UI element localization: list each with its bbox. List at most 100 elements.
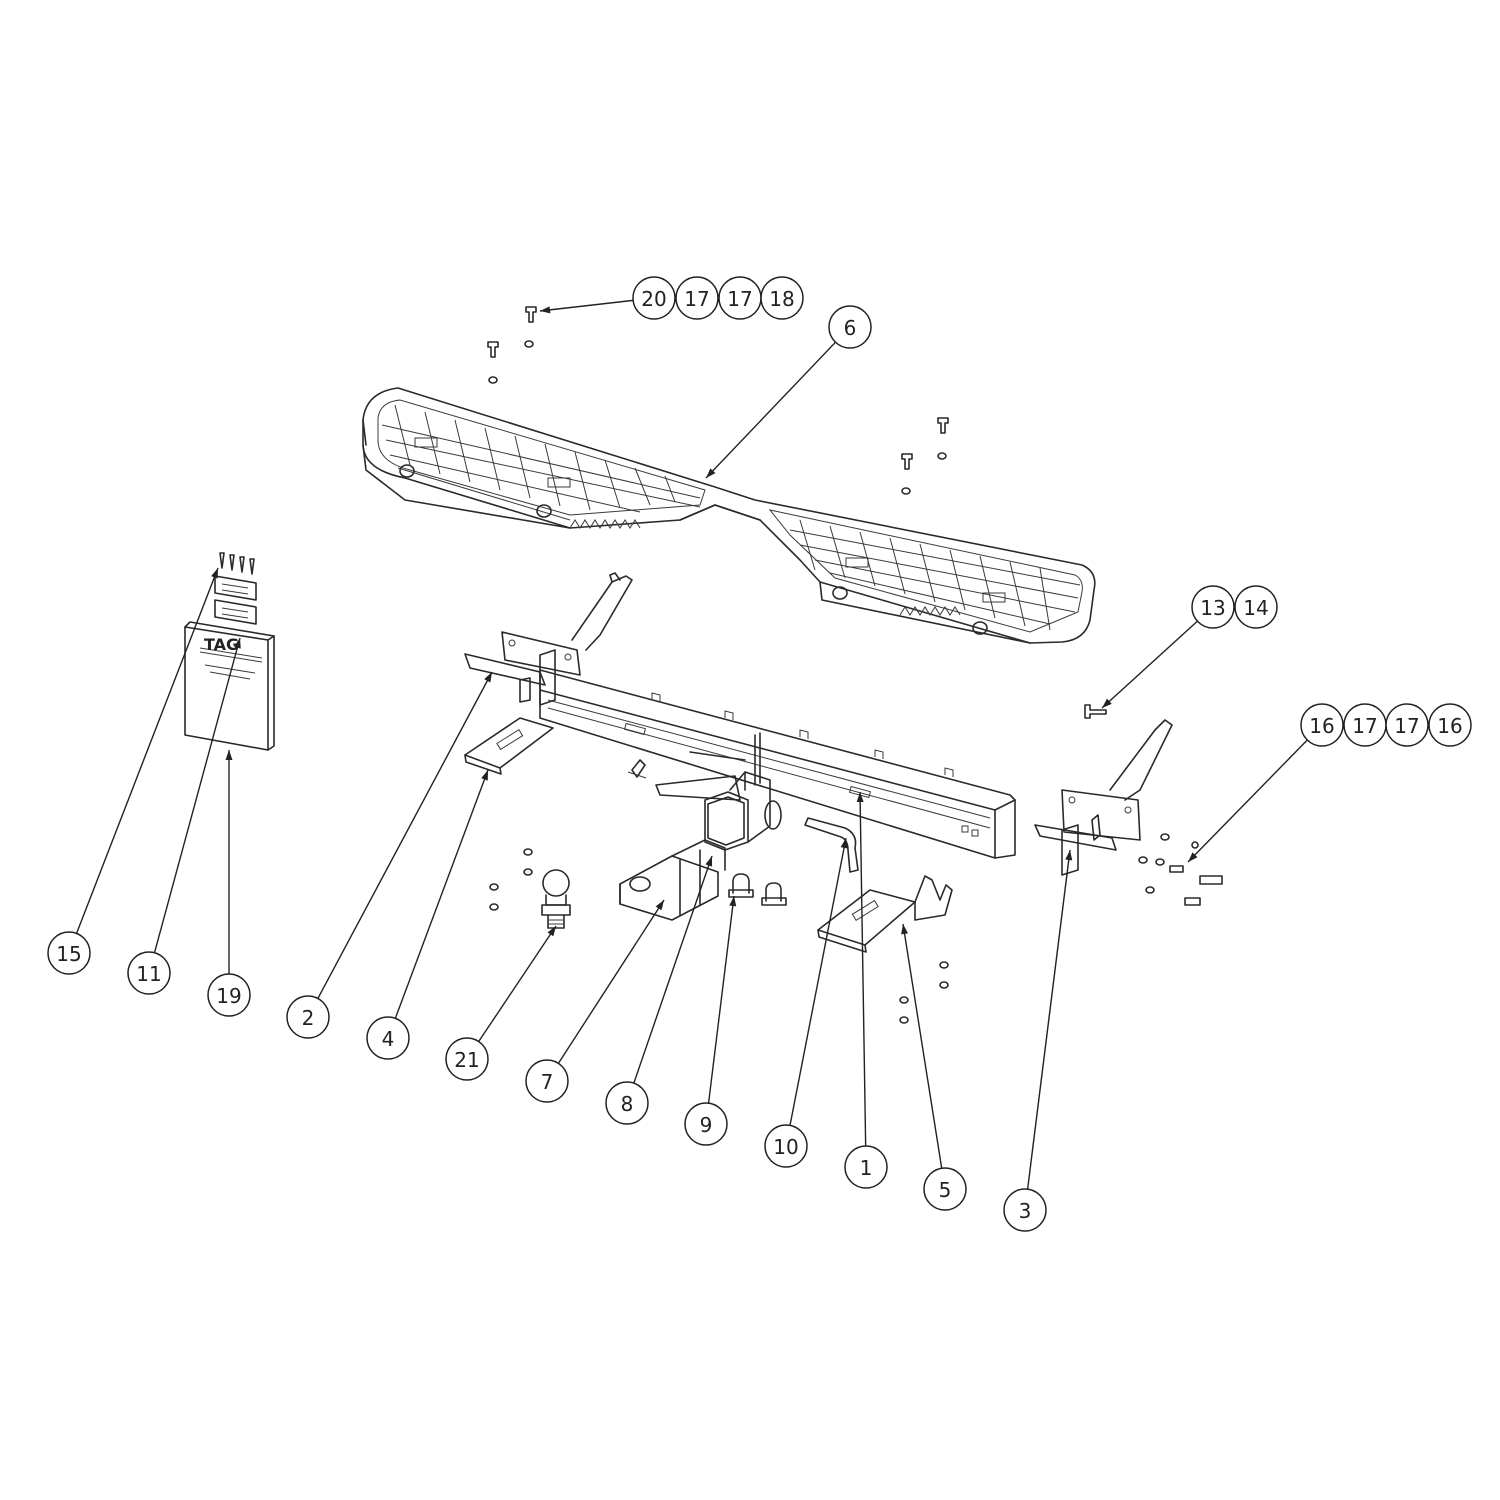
arrowhead-c1: [856, 792, 864, 803]
callout-label: 7: [541, 1070, 554, 1094]
leader-c10: [789, 837, 847, 1126]
arrowhead-c21: [547, 926, 556, 937]
callout-label: 1: [860, 1156, 873, 1180]
tow-ball-part-21: [489, 848, 571, 929]
leader-c8: [633, 855, 713, 1084]
arrowhead-c13: [1102, 698, 1112, 708]
leader-c13: [1101, 620, 1198, 709]
arrowhead-c11: [234, 638, 241, 649]
callout-label: 3: [1019, 1199, 1032, 1223]
rear-step-part-6: [362, 387, 1096, 644]
callout-label: 16: [1309, 714, 1334, 738]
leader-c1: [859, 791, 867, 1147]
arrowhead-c9: [729, 896, 737, 907]
callout-circle: [1428, 703, 1472, 747]
arrowhead-c4: [481, 770, 488, 781]
arrowhead-c16a: [1188, 852, 1198, 862]
left-bracket-part-2: [464, 572, 633, 706]
callout-label: 17: [1352, 714, 1377, 738]
callout-c6: 6: [828, 305, 872, 349]
callout-label: 6: [844, 316, 857, 340]
callout-c17c: 17: [1343, 703, 1387, 747]
callout-circle: [1003, 1188, 1047, 1232]
manual-logo: TAG: [204, 635, 239, 654]
callout-c19: 19: [207, 973, 251, 1017]
callout-circle: [605, 1081, 649, 1125]
callout-c17d: 17: [1385, 703, 1429, 747]
callout-circle: [127, 951, 171, 995]
callout-c8: 8: [605, 1081, 649, 1125]
callout-label: 4: [382, 1027, 395, 1051]
callout-c11: 11: [127, 951, 171, 995]
decals-part-11: [214, 575, 257, 625]
callout-circle: [1300, 703, 1344, 747]
step-fasteners-top: [487, 306, 949, 495]
callout-c16a: 16: [1300, 703, 1344, 747]
main-crossbar-part-1: [539, 669, 1016, 859]
callout-c9: 9: [684, 1102, 728, 1146]
leader-c6: [705, 341, 837, 479]
callout-label: 17: [727, 287, 752, 311]
arrowhead-c2: [484, 672, 492, 683]
callout-circle: [684, 1102, 728, 1146]
callout-circle: [1234, 585, 1278, 629]
callout-c3: 3: [1003, 1188, 1047, 1232]
callout-label: 5: [939, 1178, 952, 1202]
callout-circle: [445, 1037, 489, 1081]
arrowhead-c10: [840, 838, 848, 849]
callout-c20: 20: [632, 276, 676, 320]
callout-c21: 21: [445, 1037, 489, 1081]
arrowhead-c3: [1065, 850, 1073, 861]
callout-label: 11: [136, 962, 161, 986]
callout-c10: 10: [764, 1124, 808, 1168]
leader-c11: [153, 637, 241, 953]
callout-circle: [760, 276, 804, 320]
right-bracket-part-3: [1034, 704, 1223, 906]
callout-c13: 13: [1191, 585, 1235, 629]
callout-c14: 14: [1234, 585, 1278, 629]
callout-label: 8: [621, 1092, 634, 1116]
leader-c2: [317, 671, 493, 999]
leader-c3: [1026, 849, 1071, 1190]
callout-circle: [207, 973, 251, 1017]
callout-label: 9: [700, 1113, 713, 1137]
hitch-pin-part-10: [804, 817, 859, 873]
screws-part-15: [219, 552, 255, 575]
callout-circle: [923, 1167, 967, 1211]
callout-circle: [286, 995, 330, 1039]
leader-c21: [478, 925, 557, 1042]
leader-c9: [707, 895, 735, 1104]
callout-label: 14: [1243, 596, 1268, 620]
callout-circle: [632, 276, 676, 320]
callout-label: 20: [641, 287, 666, 311]
leader-c20: [539, 299, 634, 312]
callout-c17a: 17: [675, 276, 719, 320]
pin-clip: [627, 759, 647, 779]
callout-label: 10: [773, 1135, 798, 1159]
callout-label: 18: [769, 287, 794, 311]
callout-c5: 5: [923, 1167, 967, 1211]
arrowhead-c15: [211, 568, 218, 579]
callout-c18: 18: [760, 276, 804, 320]
callout-label: 16: [1437, 714, 1462, 738]
callout-label: 19: [216, 984, 241, 1008]
callout-label: 13: [1200, 596, 1225, 620]
callout-circle: [1385, 703, 1429, 747]
callout-circle: [675, 276, 719, 320]
arrowhead-c7: [655, 900, 664, 911]
callout-leader-lines: [75, 299, 1308, 1190]
callout-c15: 15: [47, 931, 91, 975]
callout-circle: [844, 1145, 888, 1189]
receiver-part-8: [655, 751, 782, 851]
arrowhead-c19: [225, 750, 233, 760]
callout-circle: [525, 1059, 569, 1103]
callout-circle: [764, 1124, 808, 1168]
callout-circle: [47, 931, 91, 975]
drawbar-part-7: [619, 839, 726, 921]
callout-circle: [828, 305, 872, 349]
left-plate-part-4: [464, 717, 554, 775]
leader-c7: [557, 899, 665, 1064]
leader-c15: [75, 567, 219, 934]
callout-circle: [1191, 585, 1235, 629]
